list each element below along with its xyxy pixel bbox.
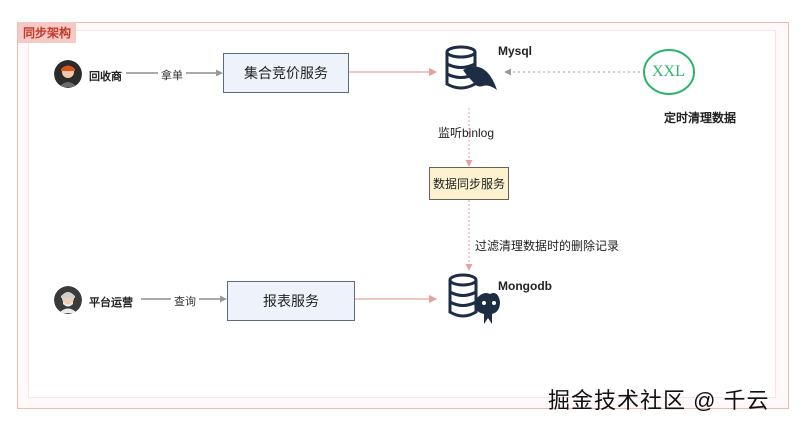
mysql-database-icon (443, 44, 499, 105)
bidding-service-box: 集合竞价服务 (223, 53, 349, 93)
mongodb-label: Mongodb (498, 279, 552, 293)
recycler-action-label: 拿单 (158, 67, 186, 83)
report-service-box: 报表服务 (227, 281, 355, 321)
recycler-label: 回收商 (89, 71, 122, 83)
listen-binlog-label: 监听binlog (438, 126, 495, 140)
filter-delete-label: 过滤清理数据时的删除记录 (475, 239, 620, 253)
juejin-watermark: 掘金技术社区 @ 千云 (548, 388, 770, 413)
operator-avatar (54, 286, 82, 314)
mysql-label: Mysql (498, 44, 533, 58)
operator-action-label: 查询 (171, 293, 199, 309)
operator-label: 平台运营 (89, 297, 133, 309)
scheduler-label: 定时清理数据 (664, 111, 737, 125)
diagram-canvas (28, 30, 776, 398)
xxl-badge-text: XXL (652, 63, 685, 80)
xxl-job-icon (642, 48, 696, 101)
mongodb-database-icon (446, 272, 502, 335)
frame-label: 同步架构 (18, 22, 77, 43)
recycler-avatar (54, 60, 82, 88)
sync-service-box: 数据同步服务 (429, 167, 509, 200)
